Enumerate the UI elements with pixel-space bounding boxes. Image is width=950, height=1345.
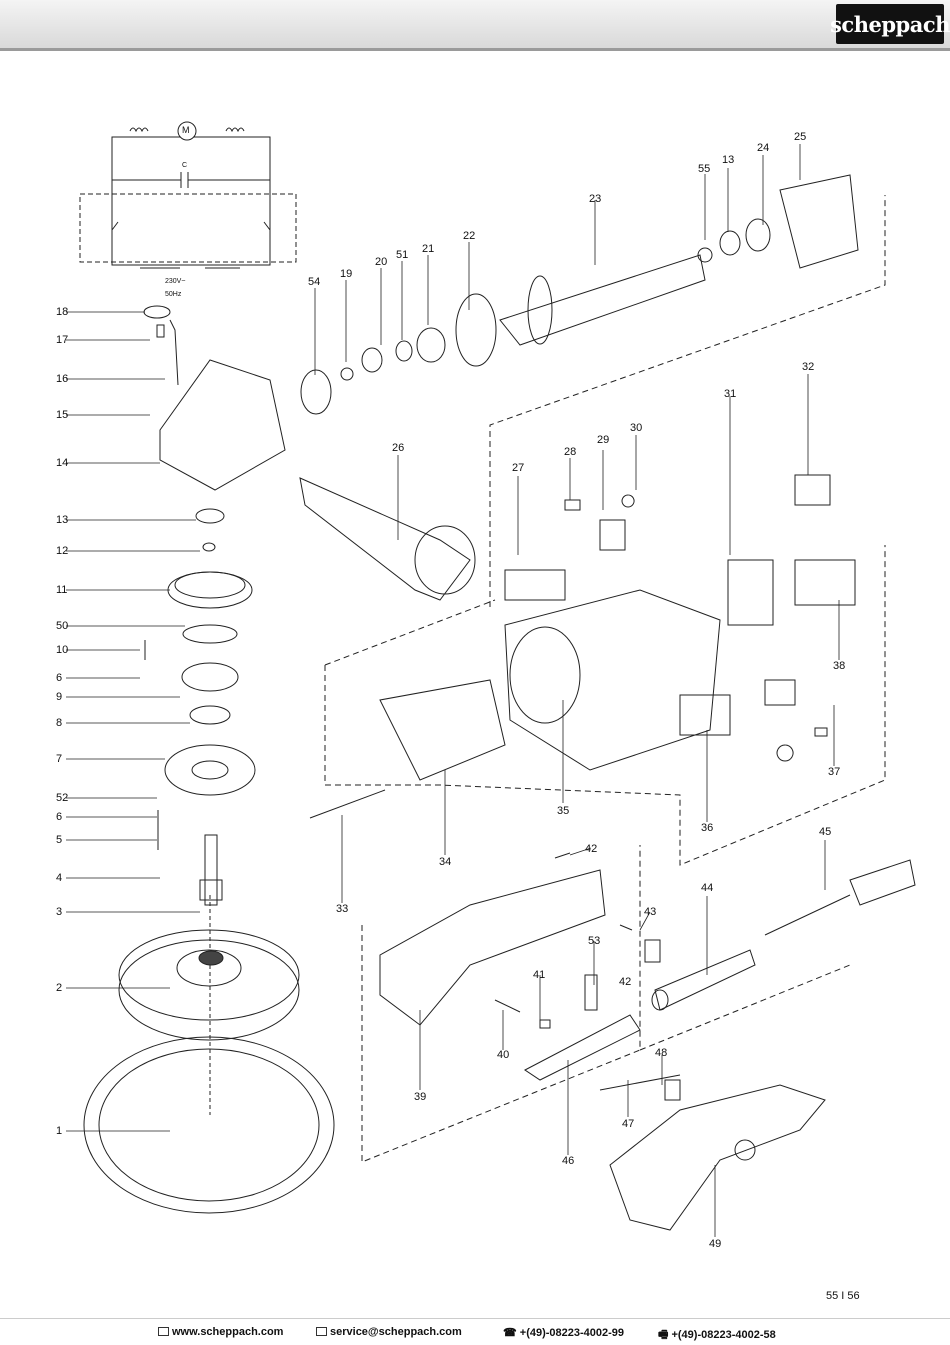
part-label-19: 19 — [340, 268, 353, 280]
part-label-10: 10 — [56, 644, 69, 656]
part-label-46: 46 — [562, 1155, 575, 1167]
footer-fax: 🖷 +(49)-08223-4002-58 — [658, 1326, 776, 1345]
part-label-43: 43 — [644, 906, 657, 918]
part-label-11: 11 — [56, 584, 68, 596]
part-label-51: 51 — [396, 249, 409, 261]
part-label-54: 54 — [308, 276, 321, 288]
part-label-9: 9 — [56, 691, 63, 703]
handle-assembly — [379, 852, 916, 1231]
page-number: 55 I 56 — [826, 1290, 860, 1302]
part-label-45: 45 — [819, 826, 832, 838]
capacitor-label: C — [182, 162, 188, 169]
part-label-47: 47 — [622, 1118, 635, 1130]
part-label-42: 42 — [585, 843, 598, 855]
part-label-14: 14 — [56, 457, 69, 469]
part-label-6b: 6 — [56, 811, 63, 823]
housing-and-handle — [299, 474, 856, 819]
part-label-40: 40 — [497, 1049, 510, 1061]
part-label-4: 4 — [56, 872, 63, 884]
frequency-label: 50Hz — [165, 291, 182, 298]
part-label-29: 29 — [597, 434, 610, 446]
part-label-35: 35 — [557, 805, 570, 817]
fax-text: +(49)-08223-4002-58 — [671, 1329, 776, 1341]
part-label-26: 26 — [392, 442, 405, 454]
part-label-30: 30 — [630, 422, 643, 434]
spindle-assembly — [83, 305, 335, 1214]
part-label-41: 41 — [533, 969, 546, 981]
part-label-1: 1 — [56, 1125, 63, 1137]
email-text: service@scheppach.com — [330, 1326, 462, 1338]
part-label-33: 33 — [336, 903, 349, 915]
part-label-28: 28 — [564, 446, 577, 458]
part-label-53: 53 — [588, 935, 601, 947]
header-bar: scheppach — [0, 0, 950, 51]
armature-assembly — [300, 174, 859, 415]
footer-phone: ☎ +(49)-08223-4002-99 — [503, 1326, 624, 1339]
voltage-label: 230V~ — [165, 278, 186, 285]
part-label-23: 23 — [589, 193, 602, 205]
part-label-12: 12 — [56, 545, 69, 557]
part-label-3: 3 — [56, 906, 63, 918]
part-label-17: 17 — [56, 334, 69, 346]
assembly-outlines — [324, 195, 886, 1163]
part-label-27: 27 — [512, 462, 525, 474]
part-label-32: 32 — [802, 361, 815, 373]
part-label-44: 44 — [701, 882, 714, 894]
leader-lines — [66, 144, 840, 1237]
part-label-20: 20 — [375, 256, 388, 268]
footer-bar: www.scheppach.com service@scheppach.com … — [0, 1318, 950, 1344]
phone-icon: ☎ — [503, 1327, 520, 1339]
footer-email[interactable]: service@scheppach.com — [316, 1326, 462, 1338]
phone-text: +(49)-08223-4002-99 — [519, 1327, 625, 1339]
part-label-39: 39 — [414, 1091, 427, 1103]
part-label-8: 8 — [56, 717, 63, 729]
part-label-13: 13 — [56, 514, 69, 526]
part-label-22: 22 — [463, 230, 476, 242]
wiring-diagram — [79, 121, 297, 269]
motor-symbol: M — [182, 125, 190, 135]
envelope-icon — [316, 1327, 327, 1336]
part-label-36: 36 — [701, 822, 714, 834]
fax-icon: 🖷 — [658, 1329, 672, 1341]
footer-website[interactable]: www.scheppach.com — [158, 1326, 283, 1338]
part-label-6: 6 — [56, 672, 63, 684]
part-label-16: 16 — [56, 373, 69, 385]
part-label-15: 15 — [56, 409, 69, 421]
part-label-37: 37 — [828, 766, 841, 778]
part-label-2: 2 — [56, 982, 63, 994]
part-label-18: 18 — [56, 306, 69, 318]
monitor-icon — [158, 1327, 169, 1336]
part-label-13b: 13 — [722, 154, 735, 166]
part-label-34: 34 — [439, 856, 452, 868]
brand-logo: scheppach — [830, 4, 950, 44]
part-label-48: 48 — [655, 1047, 668, 1059]
part-label-49: 49 — [709, 1238, 722, 1250]
part-label-24: 24 — [757, 142, 770, 154]
part-label-52: 52 — [56, 792, 69, 804]
part-label-7: 7 — [56, 753, 63, 765]
part-label-21: 21 — [422, 243, 435, 255]
part-label-5: 5 — [56, 834, 63, 846]
part-label-50: 50 — [56, 620, 69, 632]
part-label-31: 31 — [724, 388, 737, 400]
part-label-42b: 42 — [619, 976, 632, 988]
website-text: www.scheppach.com — [172, 1326, 284, 1338]
part-label-25: 25 — [794, 131, 807, 143]
part-label-55: 55 — [698, 163, 711, 175]
part-label-38: 38 — [833, 660, 846, 672]
